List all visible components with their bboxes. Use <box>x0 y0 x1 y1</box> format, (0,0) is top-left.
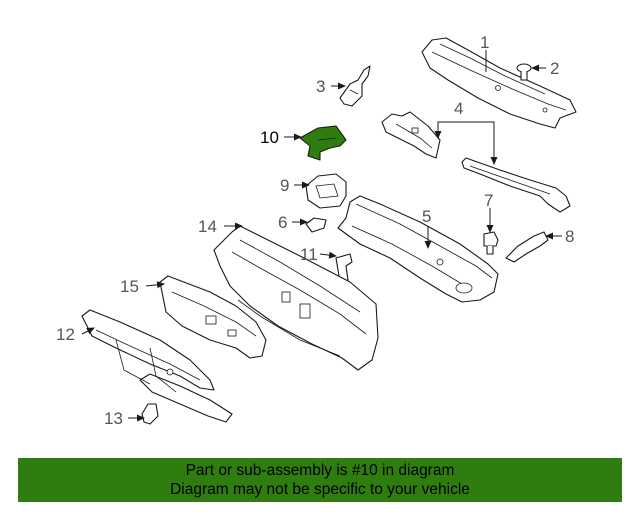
part-4-seal-upper[interactable] <box>381 111 441 159</box>
part-3-bracket[interactable] <box>339 65 371 107</box>
part-9-duct[interactable] <box>305 173 347 209</box>
part-1-cowl-panel[interactable] <box>421 37 577 129</box>
callout-7: 7 <box>484 191 493 210</box>
callout-6: 6 <box>278 213 287 232</box>
part-12-crossmember[interactable] <box>81 309 233 423</box>
callout-2: 2 <box>550 59 559 78</box>
part-4-seal-lower[interactable] <box>461 157 571 213</box>
callout-15: 15 <box>120 277 139 296</box>
part-5-cowl-upper[interactable] <box>337 195 499 303</box>
callout-13: 13 <box>104 409 123 428</box>
part-8-bracket[interactable] <box>505 231 549 263</box>
part-13-clip[interactable] <box>141 403 159 425</box>
leader-lines <box>81 50 562 422</box>
callout-10: 10 <box>260 128 279 147</box>
banner-line-2: Diagram may not be specific to your vehi… <box>170 481 470 498</box>
info-banner: Part or sub-assembly is #10 in diagram D… <box>18 458 622 502</box>
part-10-cover-highlighted[interactable] <box>299 125 347 161</box>
callout-9: 9 <box>280 176 289 195</box>
callout-12: 12 <box>56 325 75 344</box>
callout-8: 8 <box>565 227 574 246</box>
part-6-clip[interactable] <box>305 217 327 233</box>
part-14-dash-panel[interactable] <box>213 225 379 371</box>
callout-11: 11 <box>300 245 318 264</box>
part-15-insulator[interactable] <box>159 275 267 359</box>
callout-14: 14 <box>198 217 217 236</box>
callout-5: 5 <box>422 207 431 226</box>
banner-line-1: Part or sub-assembly is #10 in diagram <box>185 462 455 479</box>
part-7-bolt[interactable] <box>483 231 499 255</box>
callout-labels: 1 2 3 4 10 9 6 11 5 7 8 14 15 12 13 <box>56 33 574 428</box>
callout-1: 1 <box>480 33 489 52</box>
callout-3: 3 <box>316 77 325 96</box>
callout-4: 4 <box>454 99 463 118</box>
exploded-parts-diagram: 1 2 3 4 10 9 6 11 5 7 8 14 15 12 13 <box>56 33 577 428</box>
